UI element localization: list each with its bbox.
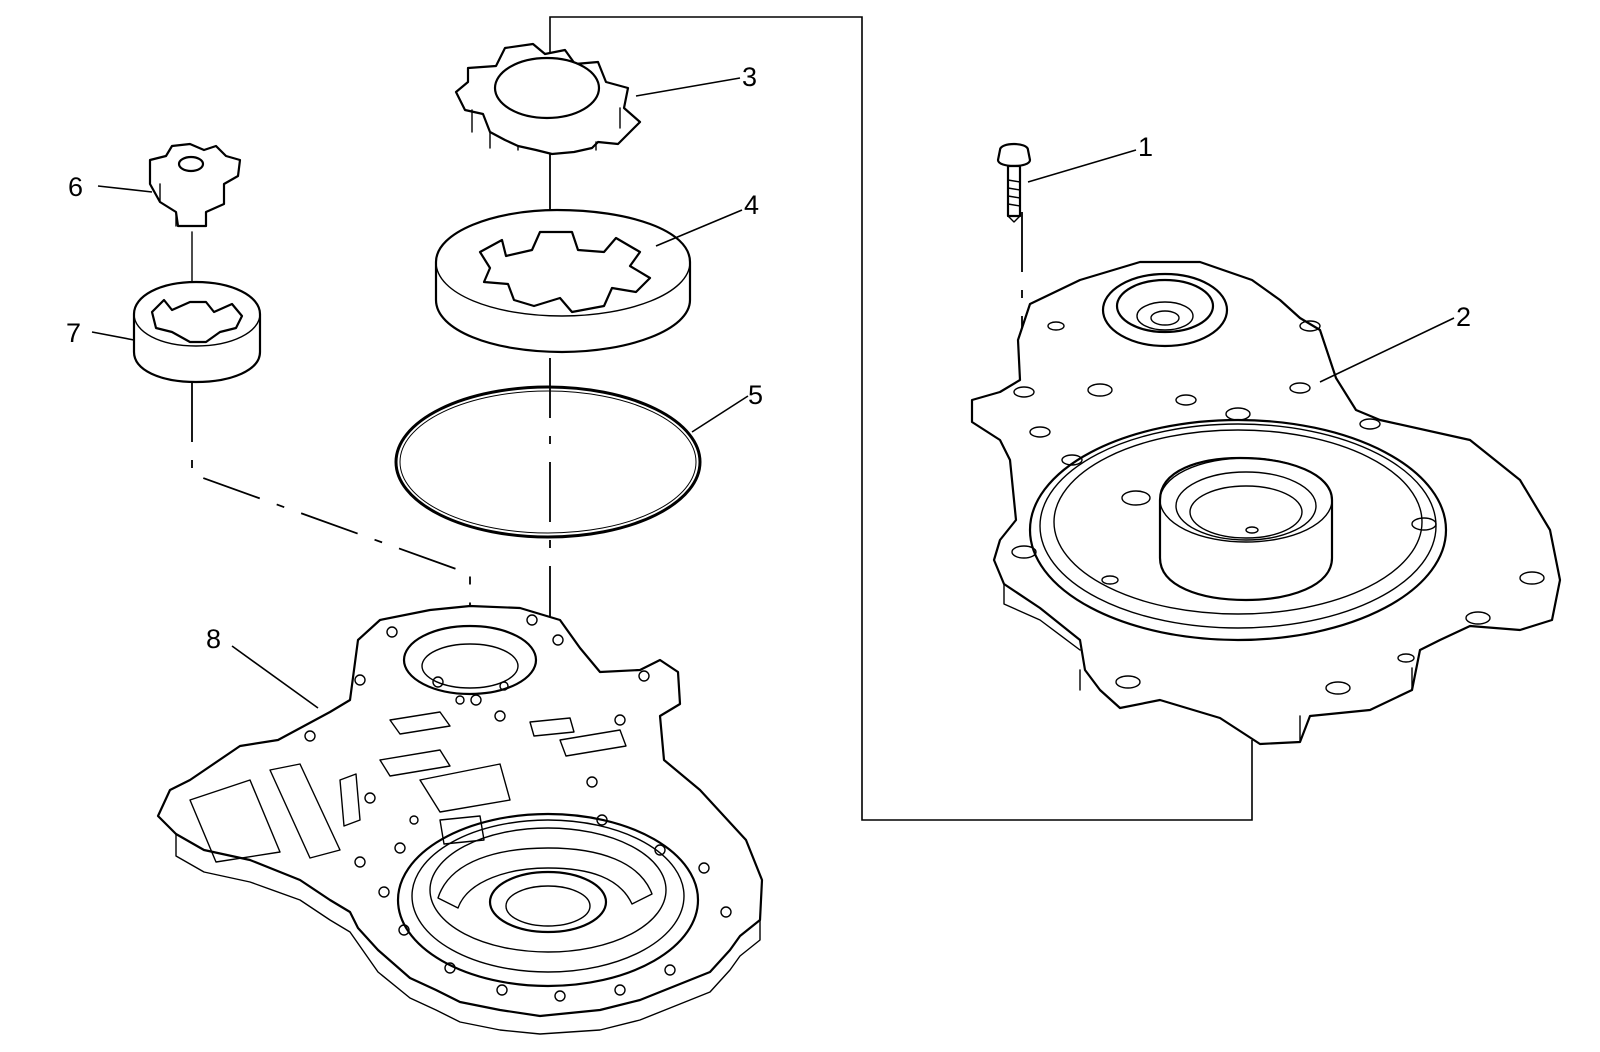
callout-7: 7 bbox=[66, 318, 81, 348]
callout-6: 6 bbox=[68, 172, 83, 202]
pump-cover bbox=[970, 260, 1562, 746]
callout-2: 2 bbox=[1456, 302, 1471, 332]
drive-gear bbox=[454, 42, 642, 156]
bolt-holes bbox=[1011, 320, 1545, 695]
callout-5: 5 bbox=[748, 380, 763, 410]
pump-body bbox=[156, 604, 764, 1035]
callouts: 1 2 3 4 5 6 7 8 bbox=[66, 62, 1471, 654]
small-drive-gear bbox=[148, 142, 242, 228]
callout-1: 1 bbox=[1138, 132, 1153, 162]
driven-gear bbox=[434, 208, 692, 354]
callout-4: 4 bbox=[744, 190, 759, 220]
callout-8: 8 bbox=[206, 624, 221, 654]
callout-3: 3 bbox=[742, 62, 757, 92]
small-driven-gear bbox=[132, 280, 262, 384]
o-ring-seal bbox=[394, 385, 702, 539]
channel-slots bbox=[189, 711, 627, 863]
leader-lines bbox=[91, 77, 1455, 709]
body-holes bbox=[304, 614, 732, 1002]
bolt bbox=[996, 142, 1032, 223]
